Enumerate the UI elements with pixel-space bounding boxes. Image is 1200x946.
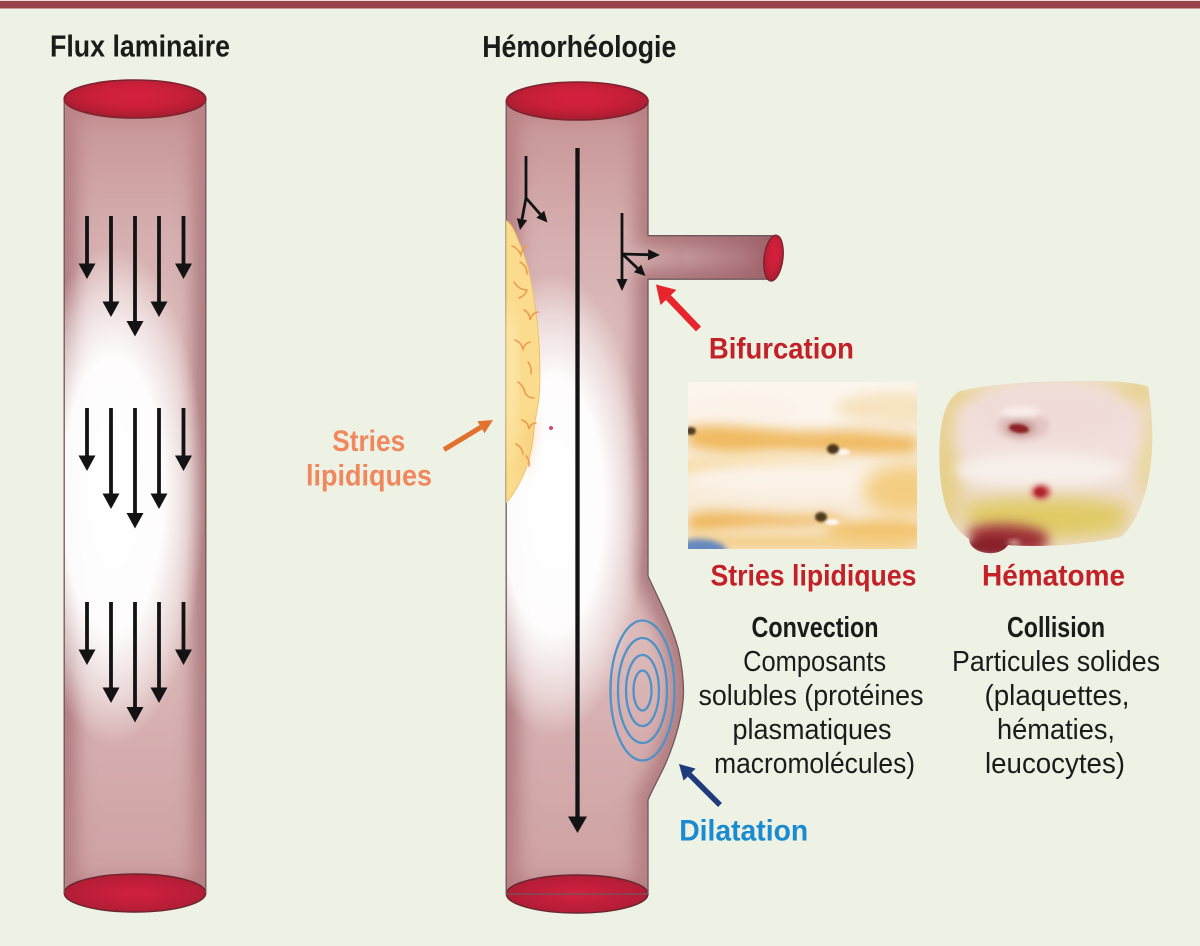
svg-text:Stries lipidiques: Stries lipidiques [711,560,917,593]
svg-text:Particules solides: Particules solides [952,646,1160,678]
svg-text:Collision: Collision [1007,612,1105,644]
svg-text:Bifurcation: Bifurcation [709,333,854,366]
svg-text:Convection: Convection [752,612,879,644]
svg-text:plasmatiques: plasmatiques [733,714,892,746]
svg-text:Flux laminaire: Flux laminaire [50,29,230,64]
svg-text:Hématome: Hématome [982,560,1125,593]
svg-text:lipidiques: lipidiques [306,460,432,493]
svg-text:macromolécules): macromolécules) [714,748,915,780]
svg-text:(plaquettes,: (plaquettes, [985,680,1130,712]
svg-text:hématies,: hématies, [997,714,1115,746]
svg-text:Hémorhéologie: Hémorhéologie [482,29,676,64]
svg-text:Composants: Composants [743,646,886,678]
svg-text:Dilatation: Dilatation [679,815,808,848]
svg-text:solubles (protéines: solubles (protéines [699,680,924,712]
svg-text:Stries: Stries [332,425,405,458]
svg-text:leucocytes): leucocytes) [985,748,1125,780]
